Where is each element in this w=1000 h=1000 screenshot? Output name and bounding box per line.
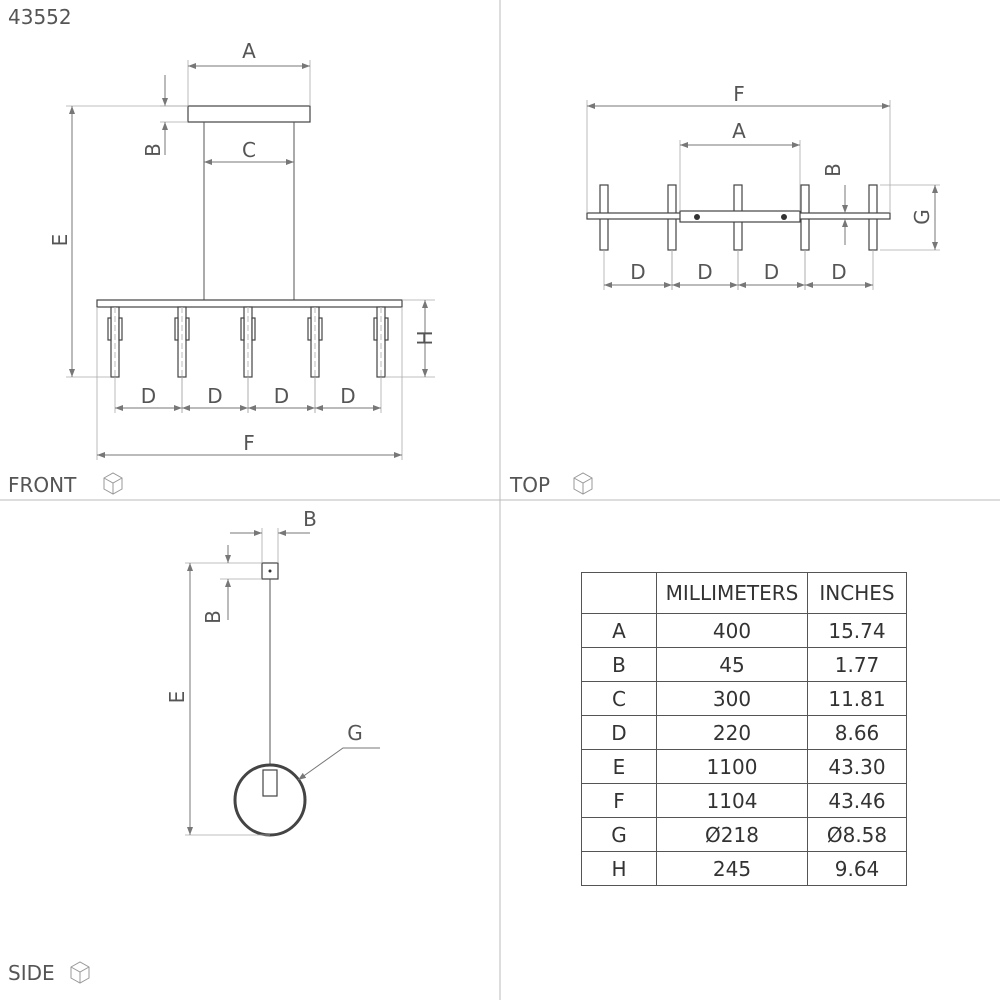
label-d: D xyxy=(831,260,846,284)
inches-value: 43.30 xyxy=(807,749,907,784)
millimeters-value: 1100 xyxy=(656,749,808,784)
millimeters-value: Ø218 xyxy=(656,817,808,852)
label-b: B xyxy=(141,143,165,157)
millimeters-value: 45 xyxy=(656,647,808,682)
label-d: D xyxy=(697,260,712,284)
label-e: E xyxy=(48,234,72,247)
millimeters-value: 220 xyxy=(656,715,808,750)
cube-icon xyxy=(103,472,123,495)
inches-value: 9.64 xyxy=(807,851,907,886)
label-g: G xyxy=(910,209,934,225)
dimension-letter: C xyxy=(581,681,657,716)
label-f: F xyxy=(243,431,255,455)
cube-icon xyxy=(70,961,90,984)
label-h: H xyxy=(413,330,437,345)
dimension-letter: E xyxy=(581,749,657,784)
dimension-letter: A xyxy=(581,613,657,648)
label-d: D xyxy=(340,384,355,408)
label-c: C xyxy=(242,138,256,162)
label-d: D xyxy=(141,384,156,408)
pendant-lamp xyxy=(373,306,389,378)
label-b: B xyxy=(303,507,317,531)
dimension-letter: F xyxy=(581,783,657,818)
label-d: D xyxy=(207,384,222,408)
front-view: A B C E H D D D D F FRONT xyxy=(8,39,437,497)
label-d: D xyxy=(274,384,289,408)
label-f: F xyxy=(733,82,745,106)
column-header: INCHES xyxy=(807,572,907,614)
label-a: A xyxy=(242,39,256,63)
product-code: 43552 xyxy=(8,5,72,29)
label-g: G xyxy=(347,721,363,745)
millimeters-value: 400 xyxy=(656,613,808,648)
pendant-lamp xyxy=(307,306,323,378)
column-header xyxy=(581,572,657,614)
side-view: B B E G SIDE xyxy=(8,507,380,985)
lamp-socket xyxy=(262,769,278,797)
inches-value: 8.66 xyxy=(807,715,907,750)
inches-value: 15.74 xyxy=(807,613,907,648)
dimension-letter: H xyxy=(581,851,657,886)
canopy xyxy=(679,210,801,223)
pendant-lamp xyxy=(107,306,123,378)
dimension-g-leader xyxy=(297,747,380,781)
inches-value: 1.77 xyxy=(807,647,907,682)
canopy xyxy=(187,105,311,123)
label-e: E xyxy=(165,691,189,704)
inches-value: 43.46 xyxy=(807,783,907,818)
dimension-letter: D xyxy=(581,715,657,750)
top-view-label: TOP xyxy=(509,473,550,497)
millimeters-value: 245 xyxy=(656,851,808,886)
side-view-label: SIDE xyxy=(8,961,55,985)
label-a: A xyxy=(732,119,746,143)
label-b: B xyxy=(821,163,845,177)
millimeters-value: 300 xyxy=(656,681,808,716)
inches-value: 11.81 xyxy=(807,681,907,716)
dimension-letter: G xyxy=(581,817,657,852)
millimeters-value: 1104 xyxy=(656,783,808,818)
label-b: B xyxy=(201,610,225,624)
inches-value: Ø8.58 xyxy=(807,817,907,852)
label-d: D xyxy=(630,260,645,284)
pendant-lamp xyxy=(174,306,190,378)
front-view-label: FRONT xyxy=(8,473,77,497)
column-header: MILLIMETERS xyxy=(656,572,808,614)
lamp-bar xyxy=(96,299,403,308)
top-view: F A B G D D D D TOP xyxy=(509,82,940,497)
cube-icon xyxy=(573,472,593,495)
pendant-lamp xyxy=(240,306,256,378)
label-d: D xyxy=(764,260,779,284)
dimension-letter: B xyxy=(581,647,657,682)
